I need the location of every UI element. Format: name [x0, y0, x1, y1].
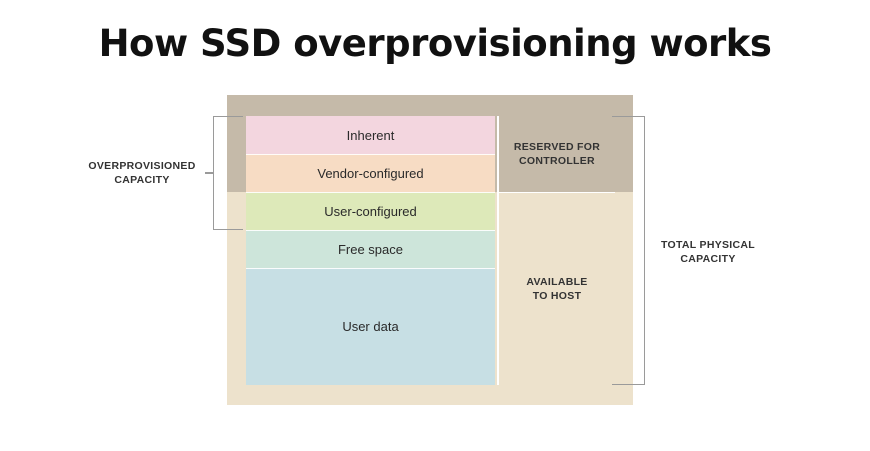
- layer-user-data: User data: [246, 268, 495, 385]
- total-capacity-bracket: [612, 116, 645, 385]
- available-to-host-box: AVAILABLE TO HOST: [499, 192, 615, 385]
- layer-free-space: Free space: [246, 230, 495, 268]
- layer-divider: [246, 192, 495, 193]
- layer-divider: [246, 230, 495, 231]
- overprovisioned-bracket: [213, 116, 243, 230]
- layer-divider: [246, 268, 495, 269]
- reserved-for-controller-box: RESERVED FOR CONTROLLER: [499, 116, 615, 192]
- right-divider: [499, 192, 615, 193]
- reserved-for-controller-label: RESERVED FOR CONTROLLER: [513, 141, 601, 167]
- layer-vendor-configured: Vendor-configured: [246, 154, 495, 192]
- overprovisioned-bracket-tick: [205, 172, 213, 174]
- available-to-host-label: AVAILABLE TO HOST: [526, 275, 588, 302]
- column-divider: [497, 116, 499, 385]
- total-physical-capacity-label: TOTAL PHYSICAL CAPACITY: [660, 239, 756, 265]
- layer-inherent: Inherent: [246, 116, 495, 154]
- overprovisioned-capacity-label: OVERPROVISIONED CAPACITY: [88, 160, 196, 186]
- layer-divider: [246, 154, 495, 155]
- layer-user-configured: User-configured: [246, 192, 495, 230]
- page-title: How SSD overprovisioning works: [98, 22, 772, 65]
